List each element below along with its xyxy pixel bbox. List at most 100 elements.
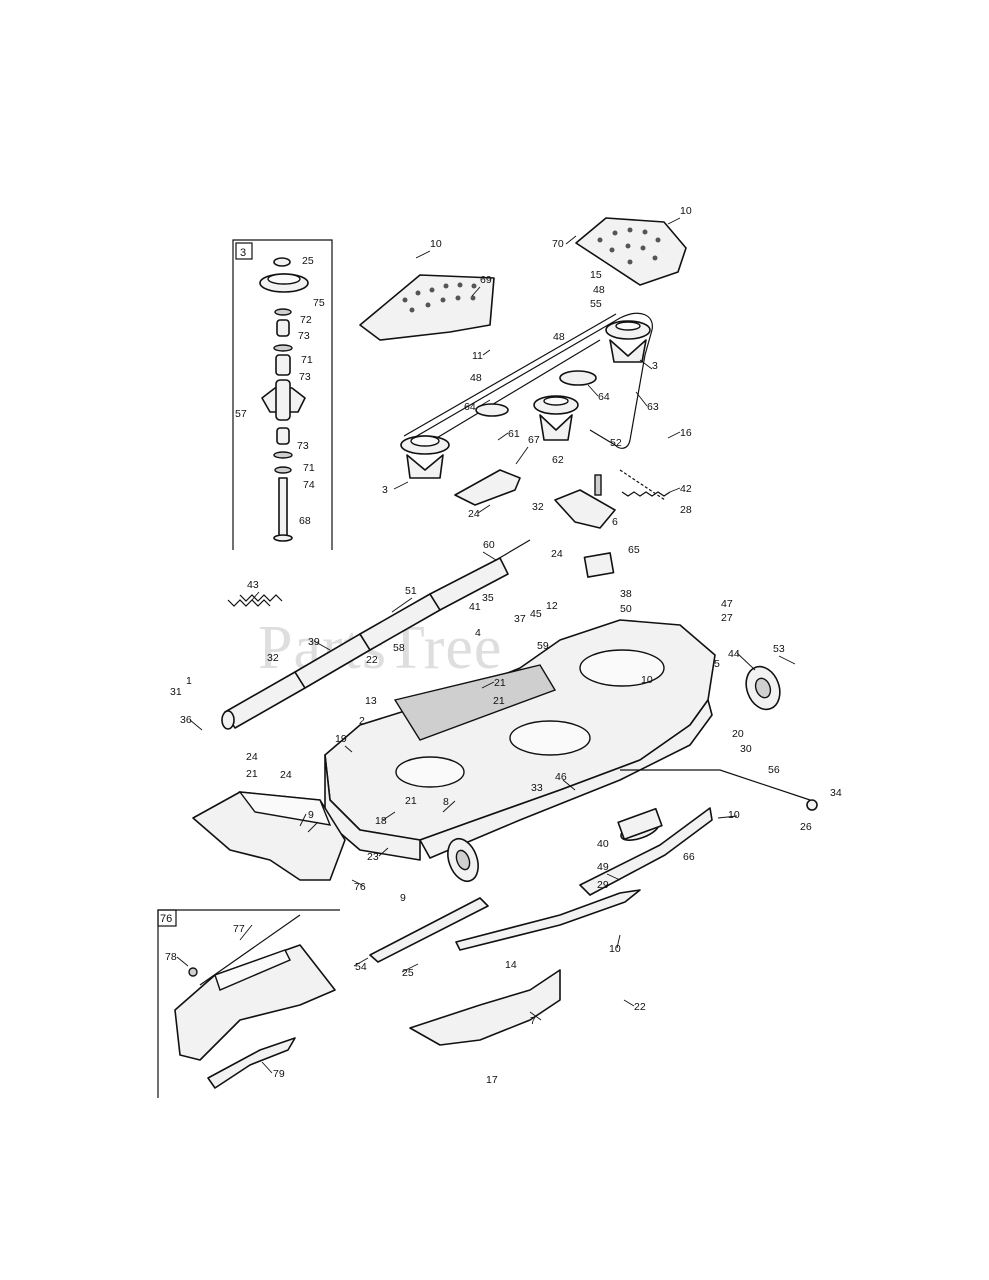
part-callout-74[interactable]: 74 bbox=[303, 479, 315, 491]
part-callout-57[interactable]: 57 bbox=[235, 408, 247, 420]
part-callout-62[interactable]: 62 bbox=[552, 454, 564, 466]
part-callout-71[interactable]: 71 bbox=[301, 354, 313, 366]
part-callout-10[interactable]: 10 bbox=[728, 809, 740, 821]
part-callout-17[interactable]: 17 bbox=[486, 1074, 498, 1086]
part-callout-21[interactable]: 21 bbox=[246, 768, 258, 780]
part-callout-48[interactable]: 48 bbox=[470, 372, 482, 384]
part-callout-72[interactable]: 72 bbox=[300, 314, 312, 326]
part-callout-9[interactable]: 9 bbox=[400, 892, 406, 904]
part-callout-25[interactable]: 25 bbox=[302, 255, 314, 267]
part-callout-21[interactable]: 21 bbox=[405, 795, 417, 807]
part-callout-26[interactable]: 26 bbox=[800, 821, 812, 833]
part-callout-73[interactable]: 73 bbox=[297, 440, 309, 452]
part-callout-10[interactable]: 10 bbox=[641, 674, 653, 686]
part-callout-68[interactable]: 68 bbox=[299, 515, 311, 527]
part-callout-37[interactable]: 37 bbox=[514, 613, 526, 625]
part-callout-49[interactable]: 49 bbox=[597, 861, 609, 873]
part-callout-31[interactable]: 31 bbox=[170, 686, 182, 698]
part-callout-58[interactable]: 58 bbox=[393, 642, 405, 654]
part-callout-24[interactable]: 24 bbox=[468, 508, 480, 520]
part-callout-10[interactable]: 10 bbox=[430, 238, 442, 250]
part-callout-4[interactable]: 4 bbox=[475, 627, 481, 639]
part-callout-50[interactable]: 50 bbox=[620, 603, 632, 615]
part-callout-3[interactable]: 3 bbox=[382, 484, 388, 496]
part-callout-22[interactable]: 22 bbox=[366, 654, 378, 666]
part-callout-59[interactable]: 59 bbox=[537, 640, 549, 652]
part-callout-13[interactable]: 13 bbox=[365, 695, 377, 707]
part-callout-24[interactable]: 24 bbox=[551, 548, 563, 560]
part-callout-71[interactable]: 71 bbox=[303, 462, 315, 474]
part-callout-11[interactable]: 11 bbox=[472, 350, 483, 362]
part-callout-63[interactable]: 63 bbox=[647, 401, 659, 413]
part-callout-24[interactable]: 24 bbox=[246, 751, 258, 763]
part-callout-60[interactable]: 60 bbox=[483, 539, 495, 551]
part-callout-18[interactable]: 18 bbox=[375, 815, 387, 827]
part-callout-70[interactable]: 70 bbox=[552, 238, 564, 250]
part-callout-2[interactable]: 2 bbox=[359, 715, 365, 727]
part-callout-9[interactable]: 9 bbox=[308, 809, 314, 821]
part-callout-19[interactable]: 19 bbox=[335, 733, 347, 745]
part-callout-47[interactable]: 47 bbox=[721, 598, 733, 610]
part-callout-45[interactable]: 45 bbox=[530, 608, 542, 620]
part-callout-32[interactable]: 32 bbox=[267, 652, 279, 664]
part-callout-8[interactable]: 8 bbox=[443, 796, 449, 808]
part-callout-64[interactable]: 64 bbox=[598, 391, 610, 403]
part-callout-39[interactable]: 39 bbox=[308, 636, 320, 648]
part-callout-20[interactable]: 20 bbox=[732, 728, 744, 740]
part-callout-73[interactable]: 73 bbox=[299, 371, 311, 383]
part-callout-14[interactable]: 14 bbox=[505, 959, 517, 971]
part-callout-27[interactable]: 27 bbox=[721, 612, 733, 624]
part-callout-66[interactable]: 66 bbox=[683, 851, 695, 863]
part-callout-48[interactable]: 48 bbox=[553, 331, 565, 343]
part-callout-77[interactable]: 77 bbox=[233, 923, 245, 935]
part-callout-78[interactable]: 78 bbox=[165, 951, 177, 963]
part-callout-33[interactable]: 33 bbox=[531, 782, 543, 794]
part-callout-28[interactable]: 28 bbox=[680, 504, 692, 516]
part-callout-15[interactable]: 15 bbox=[590, 269, 602, 281]
part-callout-53[interactable]: 53 bbox=[773, 643, 785, 655]
part-callout-46[interactable]: 46 bbox=[555, 771, 567, 783]
part-callout-40[interactable]: 40 bbox=[597, 838, 609, 850]
part-callout-35[interactable]: 35 bbox=[482, 592, 494, 604]
part-callout-21[interactable]: 21 bbox=[494, 677, 506, 689]
part-callout-52[interactable]: 52 bbox=[610, 437, 622, 449]
part-callout-69[interactable]: 69 bbox=[480, 274, 492, 286]
part-callout-38[interactable]: 38 bbox=[620, 588, 632, 600]
part-callout-22[interactable]: 22 bbox=[634, 1001, 646, 1013]
part-callout-1[interactable]: 1 bbox=[186, 675, 192, 687]
part-callout-65[interactable]: 65 bbox=[628, 544, 640, 556]
part-callout-64[interactable]: 64 bbox=[464, 401, 476, 413]
part-callout-55[interactable]: 55 bbox=[590, 298, 602, 310]
part-callout-23[interactable]: 23 bbox=[367, 851, 379, 863]
part-callout-44[interactable]: 44 bbox=[728, 648, 740, 660]
part-callout-24[interactable]: 24 bbox=[280, 769, 292, 781]
part-callout-54[interactable]: 54 bbox=[355, 961, 367, 973]
part-callout-42[interactable]: 42 bbox=[680, 483, 692, 495]
part-callout-7[interactable]: 7 bbox=[530, 1015, 536, 1027]
part-callout-34[interactable]: 34 bbox=[830, 787, 842, 799]
part-callout-12[interactable]: 12 bbox=[546, 600, 558, 612]
part-callout-56[interactable]: 56 bbox=[768, 764, 780, 776]
part-callout-10[interactable]: 10 bbox=[609, 943, 621, 955]
part-callout-6[interactable]: 6 bbox=[612, 516, 618, 528]
part-callout-30[interactable]: 30 bbox=[740, 743, 752, 755]
part-callout-48[interactable]: 48 bbox=[593, 284, 605, 296]
part-callout-21[interactable]: 21 bbox=[493, 695, 505, 707]
part-callout-25[interactable]: 25 bbox=[402, 967, 414, 979]
part-callout-67[interactable]: 67 bbox=[528, 434, 540, 446]
part-callout-61[interactable]: 61 bbox=[508, 428, 520, 440]
part-callout-32[interactable]: 32 bbox=[532, 501, 544, 513]
part-callout-5[interactable]: 5 bbox=[714, 658, 720, 670]
part-callout-79[interactable]: 79 bbox=[273, 1068, 285, 1080]
part-callout-36[interactable]: 36 bbox=[180, 714, 192, 726]
part-callout-10[interactable]: 10 bbox=[680, 205, 692, 217]
part-callout-51[interactable]: 51 bbox=[405, 585, 417, 597]
part-callout-3[interactable]: 3 bbox=[652, 360, 658, 372]
part-callout-75[interactable]: 75 bbox=[313, 297, 325, 309]
part-callout-29[interactable]: 29 bbox=[597, 879, 609, 891]
part-callout-41[interactable]: 41 bbox=[469, 601, 481, 613]
part-callout-76[interactable]: 76 bbox=[354, 881, 366, 893]
part-callout-16[interactable]: 16 bbox=[680, 427, 692, 439]
part-callout-73[interactable]: 73 bbox=[298, 330, 310, 342]
part-callout-43[interactable]: 43 bbox=[247, 579, 259, 591]
